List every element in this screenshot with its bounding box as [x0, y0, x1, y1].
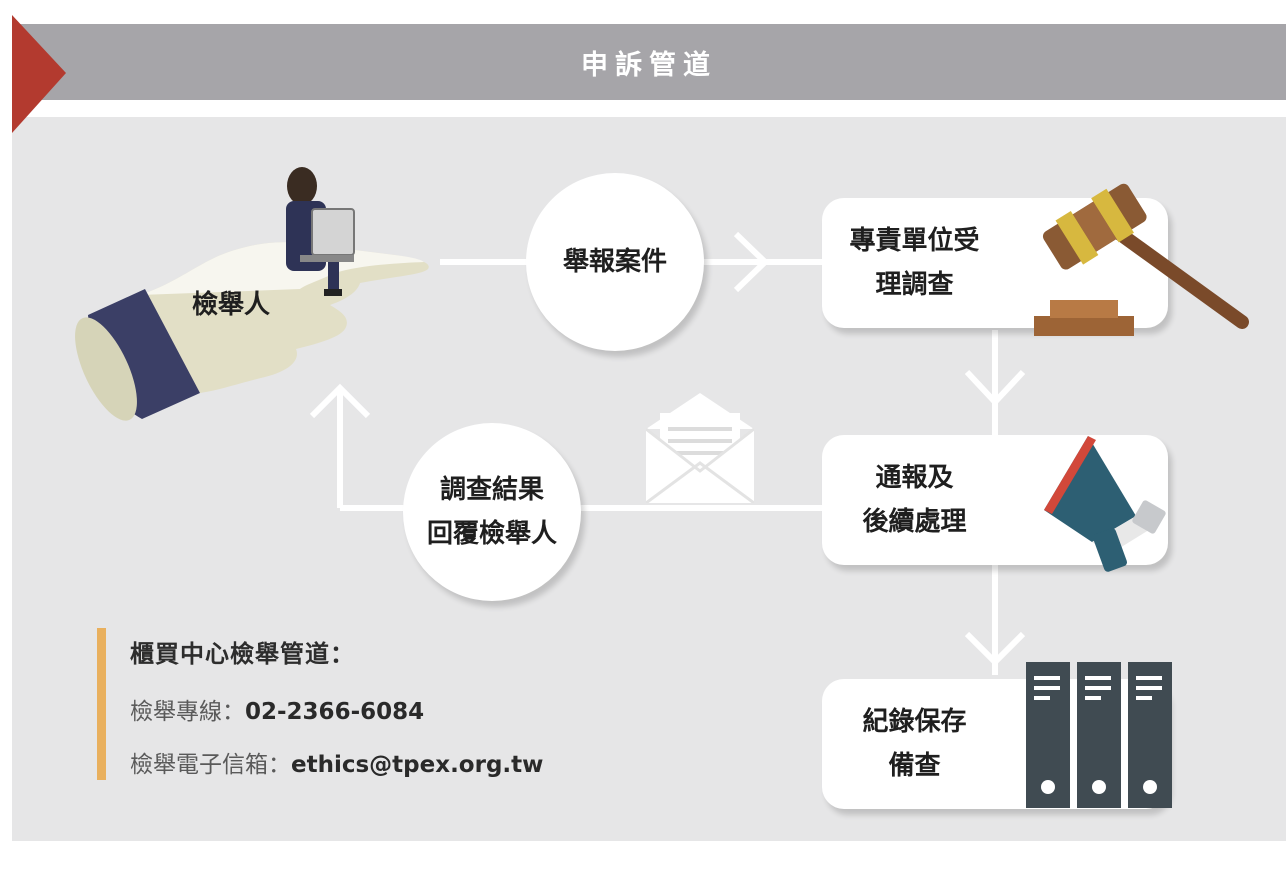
header-bar: [12, 24, 1286, 100]
binders-icon: [1026, 662, 1172, 808]
reply-result-circle: 調查結果 回覆檢舉人: [403, 423, 581, 601]
envelope-icon: [646, 393, 754, 503]
email-label: 檢舉電子信箱：: [130, 752, 291, 778]
channel-accent-bar: [97, 628, 106, 780]
megaphone-icon: [1044, 436, 1166, 572]
channel-title: 櫃買中心檢舉管道：: [130, 640, 355, 668]
page-title: 申訴管道: [581, 49, 717, 81]
report-case-circle: 舉報案件: [526, 173, 704, 351]
notification-label: 通報及 後續處理: [862, 463, 967, 537]
archive-label: 紀錄保存 備查: [862, 707, 967, 781]
reply-result-line1: 調查結果: [439, 475, 544, 505]
gavel-icon: [1034, 183, 1249, 336]
hotline-line: 檢舉專線：02-2366-6084: [130, 692, 424, 726]
hotline-value: 02-2366-6084: [245, 699, 425, 725]
reply-result-line2: 回覆檢舉人: [426, 519, 557, 549]
informer-label: 檢舉人: [192, 290, 271, 320]
investigation-label: 專責單位受 理調查: [849, 226, 980, 300]
report-case-label: 舉報案件: [562, 247, 667, 277]
corner-arrow-icon: [12, 15, 66, 133]
hotline-label: 檢舉專線：: [130, 699, 245, 725]
email-value: ethics@tpex.org.tw: [291, 752, 544, 778]
email-line: 檢舉電子信箱：ethics@tpex.org.tw: [130, 745, 543, 779]
informer-hand-icon: [75, 167, 429, 421]
